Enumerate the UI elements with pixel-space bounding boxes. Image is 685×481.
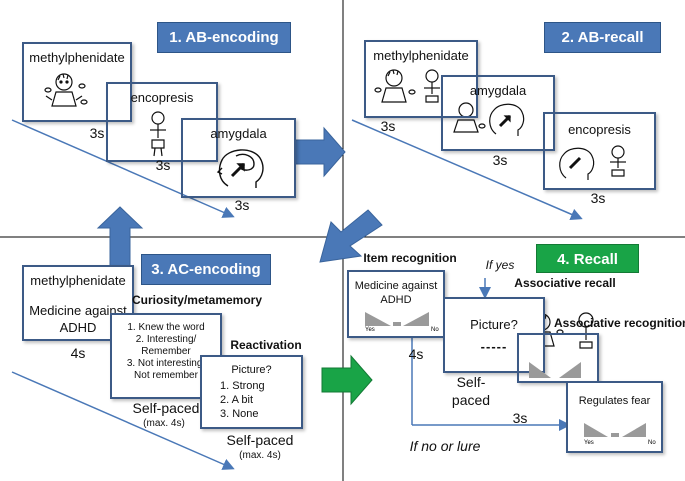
panel3-selfpaced1: Self-paced [132,400,200,416]
panel1-title: 1. AB-encoding [157,22,291,53]
reactivation-card: Picture? 1. Strong 2. A bit 3. None [200,355,303,429]
panel3-max2: (max. 4s) [239,450,281,461]
curiosity-option-2b: Remember [141,346,191,357]
item-card-line1: Medicine against [354,280,438,292]
recall-card-blank: ----- [480,339,508,354]
panel1-time2: 3s [155,157,171,173]
regulates-fear-text: Regulates fear [578,395,651,407]
panel4-selfpaced-line1: Self- [456,374,486,390]
panel3-definition-line1: Medicine against [29,303,127,318]
item-confidence-scale [365,312,429,326]
curiosity-option-3a: 3. Not interesting/ [126,358,206,369]
panel1-card2-word: encopresis [130,90,194,105]
panel3-selfpaced2: Self-paced [226,432,294,448]
panel1-time1: 3s [89,125,105,141]
associative-recall-heading: Associative recall [514,276,616,290]
panel1-card3-word: amygdala [210,126,267,141]
curiosity-options: 1. Knew the word 2. Interesting/ Remembe… [112,322,220,382]
panel3-max1: (max. 4s) [143,418,185,429]
panel1-card-encopresis: encopresis [106,82,218,162]
panel3-definition-line2: ADHD [59,320,97,335]
timeline-arrow-panel2 [351,119,583,220]
curiosity-heading: Curiosity/metamemory [131,293,263,307]
flow-arrow-3-to-4 [321,354,373,406]
curiosity-option-3b: Not remember [134,370,198,381]
panel3-card1-word: methylphenidate [30,273,126,288]
regulates-confidence-scale [584,423,646,437]
reactivation-heading: Reactivation [230,338,302,352]
panel2-time2: 3s [492,152,508,168]
panel2-time1: 3s [380,118,396,134]
panel2-card-amygdala: amygdala [441,75,555,151]
regulates-scale-yes: Yes [584,440,594,446]
head-brain-drawing-p1 [216,149,264,188]
regulates-scale-no: No [648,440,656,446]
panel4-selfpaced-line2: paced [451,392,491,408]
child-head-drawing-p2 [453,102,525,136]
curiosity-option-2a: 2. Interesting/ [135,334,197,345]
reactivation-option-2: 2. A bit [220,394,254,406]
panel3-time1: 4s [70,345,86,361]
panel2-card1-word: methylphenidate [373,48,469,63]
reactivation-option-3: 3. None [220,408,259,420]
reactivation-option-1: 1. Strong [220,380,265,392]
panel1-card-amygdala: amygdala [181,118,296,198]
panel3-title: 3. AC-encoding [141,254,271,285]
child-pills-drawing-p1 [44,73,88,107]
timeline-arrow-panel1 [11,119,235,218]
panel2-card-methylphenidate: methylphenidate [364,40,478,118]
head-figure-drawing-p2 [559,145,626,180]
panel2-card-encopresis: encopresis [543,112,656,190]
if-no-or-lure-label: If no or lure [409,438,481,454]
recall-card-question: Picture? [470,317,518,332]
panel4-title: 4. Recall [536,244,639,273]
panel4-time1: 4s [408,346,424,362]
regulates-fear-card: Regulates fear Yes No [566,381,663,453]
item-card-line2: ADHD [380,294,412,306]
stick-figure-drawing-p1 [150,111,166,157]
associative-recognition-heading: Associative recognition [554,316,685,330]
flow-arrow-1-to-2 [294,126,346,178]
item-scale-yes: Yes [365,327,375,333]
panel2-card3-word: encopresis [568,122,631,137]
reactivation-question: Picture? [231,364,272,376]
timeline-arrow-panel3 [11,371,235,470]
associative-recognition-card [517,333,599,383]
panel2-time3: 3s [590,190,606,206]
child-figure-drawing-p2 [374,69,440,103]
flow-arrow-2-to-3 [319,209,383,263]
item-recognition-heading: Item recognition [363,251,457,265]
panel1-time3: 3s [234,197,250,213]
panel4-time2: 3s [512,410,528,426]
if-yes-label: If yes [485,258,515,272]
associative-recall-card: Picture? ----- [443,297,545,373]
curiosity-option-1: 1. Knew the word [127,322,205,333]
item-recognition-card: Medicine against ADHD Yes No [347,270,445,338]
panel1-card1-word: methylphenidate [29,50,125,65]
flow-arrow-3-to-1 [96,206,144,269]
assoc-confidence-scale [529,362,581,378]
item-scale-no: No [431,327,439,333]
panel2-title: 2. AB-recall [544,22,661,53]
reactivation-options: 1. Strong 2. A bit 3. None [220,379,265,421]
panel2-card2-word: amygdala [469,83,527,98]
